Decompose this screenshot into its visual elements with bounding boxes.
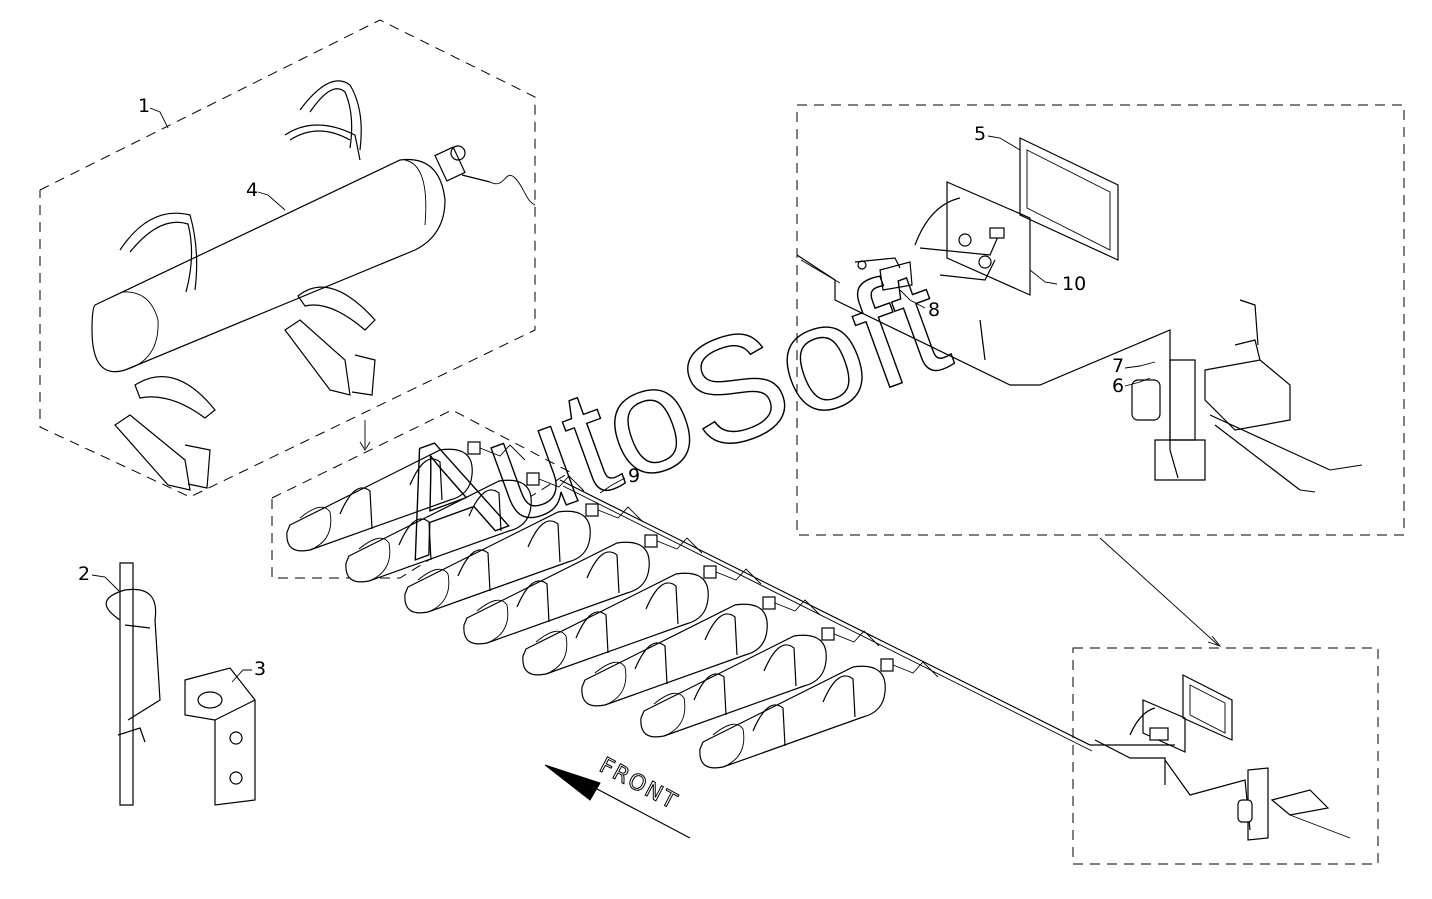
callout-4: 4 <box>246 179 286 211</box>
rack-cylinder <box>404 503 644 614</box>
callout-3: 3 <box>231 658 266 683</box>
callout-8-label: 8 <box>928 299 940 321</box>
rack-cylinder <box>640 627 880 738</box>
watermark: AutoSoft <box>368 235 966 590</box>
callout-5: 5 <box>974 123 1021 151</box>
detail-link-arrow <box>1099 537 1219 646</box>
panel-item-10 <box>914 181 1031 296</box>
callout-10: 10 <box>1029 269 1086 295</box>
callout-3-label: 3 <box>254 658 266 680</box>
detail-box-plumbing <box>796 104 1405 536</box>
detail-box-installed <box>1072 647 1379 865</box>
rack-cylinder <box>345 472 585 583</box>
rack-cylinder <box>581 596 821 707</box>
callout-1-label: 1 <box>138 95 150 117</box>
callout-2: 2 <box>78 563 121 593</box>
callout-6-label: 6 <box>1112 375 1124 397</box>
callout-9: 9 <box>599 465 640 494</box>
detail-box-cylinder <box>39 19 536 498</box>
callout-10-label: 10 <box>1062 273 1086 295</box>
callout-8: 8 <box>899 289 940 321</box>
callout-7-label: 7 <box>1112 355 1124 377</box>
bracket-item-3 <box>184 667 256 806</box>
callout-9-label: 9 <box>628 465 640 487</box>
front-direction-arrow: FRONT <box>544 753 691 839</box>
strap-item-2 <box>105 562 161 806</box>
cylinder-rack <box>286 441 939 769</box>
large-cylinder <box>91 80 536 491</box>
bracket-item-8 <box>854 257 913 291</box>
front-label: FRONT <box>595 753 682 815</box>
callout-5-label: 5 <box>974 123 986 145</box>
rack-cylinder <box>286 441 526 552</box>
callout-6: 6 <box>1112 375 1151 397</box>
fuel-line <box>559 479 1175 746</box>
gasket-item-5 <box>1019 137 1119 261</box>
callout-7: 7 <box>1112 355 1156 377</box>
rack-cylinder <box>699 658 939 769</box>
callout-1: 1 <box>138 95 169 129</box>
rack-cylinder <box>463 534 703 645</box>
callout-4-label: 4 <box>246 179 258 201</box>
regulator-item-6-7 <box>1131 299 1363 493</box>
rack-cylinder <box>522 565 762 676</box>
callout-2-label: 2 <box>78 563 90 585</box>
